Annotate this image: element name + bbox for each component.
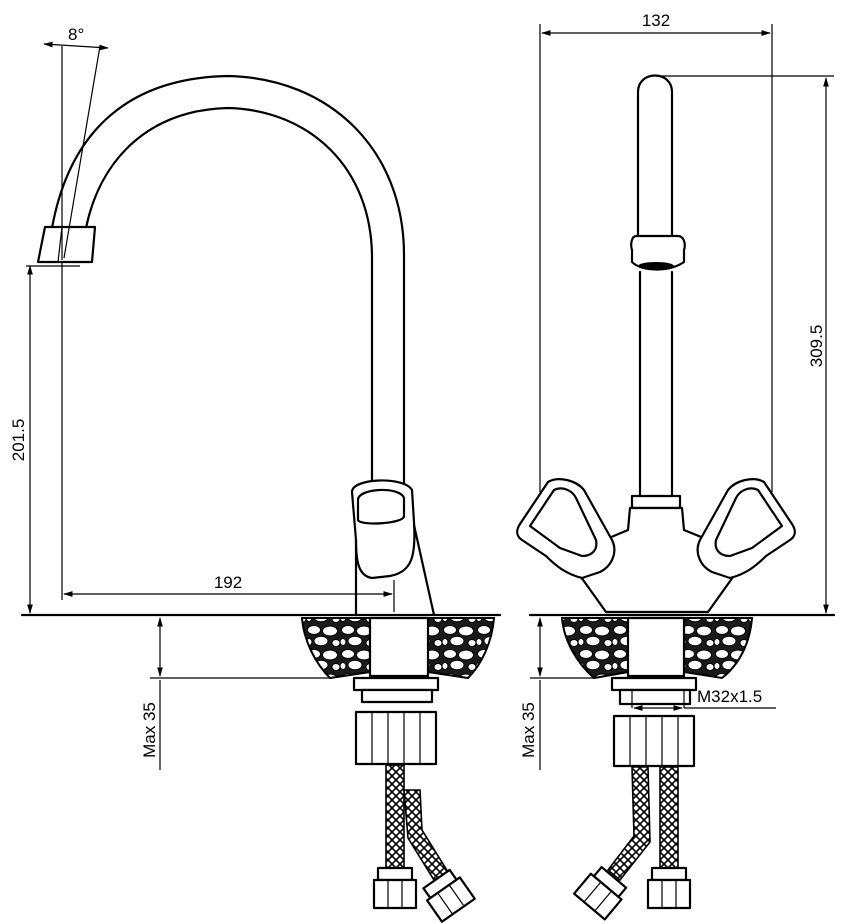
handle-right-front [696, 478, 796, 580]
handle-left-front [516, 478, 616, 580]
mounting-nut-left [354, 710, 438, 766]
mounting-nut-right [612, 714, 696, 768]
spout-tube [636, 74, 674, 238]
hose-right-b [659, 766, 679, 871]
mount-max-right-label: Max 35 [519, 702, 538, 758]
countertop-left [300, 617, 371, 680]
spout-inner [84, 106, 374, 490]
hose-right-a [606, 766, 651, 882]
hose-left-b [403, 789, 450, 882]
shank-left [368, 616, 430, 678]
lever-handle [350, 479, 416, 580]
total-height-label: 309.5 [807, 325, 826, 368]
spout-outer [50, 74, 406, 490]
thread-label: M32x1.5 [697, 687, 762, 706]
hose-left-a [385, 764, 405, 871]
countertop-right [560, 617, 629, 680]
front-view: 132 309.5 M32x1.5 Max 35 [516, 11, 836, 921]
side-view: 8° 201.5 192 Max 35 [9, 25, 502, 923]
spout-reach-label: 192 [214, 573, 242, 592]
spout-height-label: 201.5 [9, 419, 28, 462]
width-label: 132 [642, 11, 670, 30]
shank-right [626, 616, 686, 678]
mount-max-left-label: Max 35 [140, 702, 159, 758]
angle-label: 8° [68, 25, 84, 44]
